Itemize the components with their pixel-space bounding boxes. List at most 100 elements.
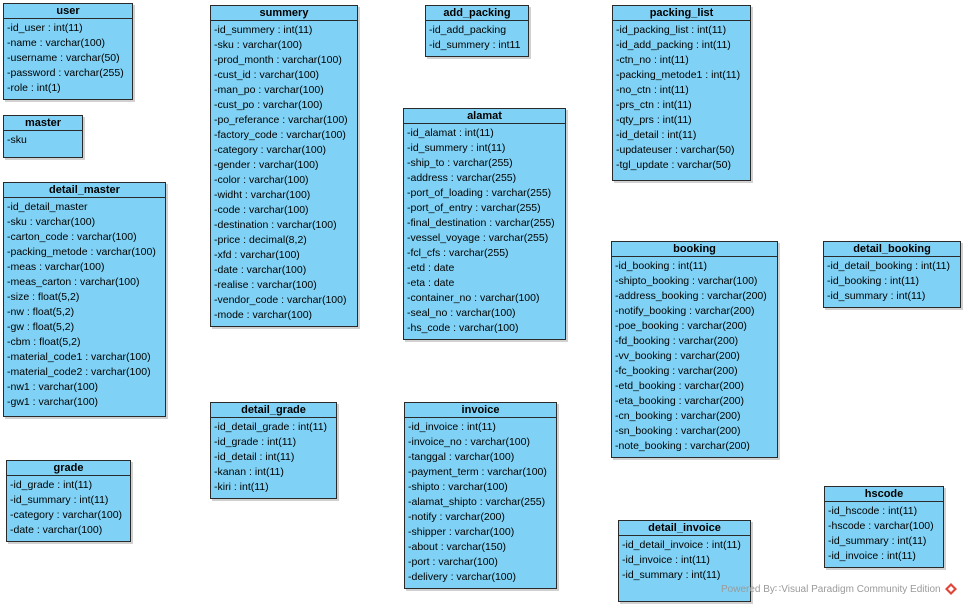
field: -ctn_no : int(11): [616, 54, 689, 66]
field: -category : varchar(100): [10, 509, 123, 521]
field: -etd_booking : varchar(200): [615, 380, 744, 392]
field: -alamat_shipto : varchar(255): [408, 496, 546, 508]
field: -sku : varchar(100): [214, 39, 303, 51]
field: -etd : date: [407, 262, 455, 274]
field: -meas_carton : varchar(100): [7, 276, 140, 288]
field: -nw : float(5,2): [7, 306, 75, 318]
field: -man_po : varchar(100): [214, 84, 324, 96]
field: -id_grade : int(11): [10, 479, 93, 491]
field: -destination : varchar(100): [214, 219, 337, 231]
entity-title: user: [4, 4, 132, 19]
field: -kiri : int(11): [214, 481, 269, 493]
entity-title: detail_invoice: [619, 521, 750, 536]
field: -id_hscode : int(11): [828, 505, 918, 517]
field: -id_add_packing: [429, 24, 507, 36]
field: -eta : date: [407, 277, 455, 289]
field: -id_invoice : int(11): [408, 421, 496, 433]
field: -id_add_packing : int(11): [616, 39, 731, 51]
field: -id_booking : int(11): [827, 275, 920, 287]
entity-booking[interactable]: booking -id_booking : int(11) -shipto_bo…: [611, 241, 778, 458]
field: -id_summery : int(11): [214, 24, 313, 36]
entity-hscode[interactable]: hscode -id_hscode : int(11) -hscode : va…: [824, 486, 944, 568]
field: -address : varchar(255): [407, 172, 517, 184]
field: -meas : varchar(100): [7, 261, 105, 273]
field: -ship_to : varchar(255): [407, 157, 513, 169]
visual-paradigm-logo-icon: [944, 583, 957, 595]
field: -id_detail_booking : int(11): [827, 260, 950, 272]
field: -sku : varchar(100): [7, 216, 96, 228]
field: -poe_booking : varchar(200): [615, 320, 747, 332]
field: -nw1 : varchar(100): [7, 381, 99, 393]
entity-detail-grade[interactable]: detail_grade -id_detail_grade : int(11) …: [210, 402, 337, 499]
watermark: Powered By∷Visual Paradigm Community Edi…: [721, 583, 957, 595]
field: -gw1 : varchar(100): [7, 396, 99, 408]
field: -color : varchar(100): [214, 174, 309, 186]
field: -role : int(1): [7, 82, 61, 94]
entity-invoice[interactable]: invoice -id_invoice : int(11) -invoice_n…: [404, 402, 557, 589]
field: -port : varchar(100): [408, 556, 498, 568]
field: -id_packing_list : int(11): [616, 24, 727, 36]
field: -gender : varchar(100): [214, 159, 319, 171]
field: -seal_no : varchar(100): [407, 307, 516, 319]
field: -vessel_voyage : varchar(255): [407, 232, 549, 244]
field: -id_summery : int11: [429, 39, 521, 51]
field: -factory_code : varchar(100): [214, 129, 346, 141]
entity-user[interactable]: user -id_user : int(11) -name : varchar(…: [3, 3, 133, 100]
entity-title: detail_master: [4, 183, 165, 198]
field: -id_summary : int(11): [828, 535, 927, 547]
field: -material_code2 : varchar(100): [7, 366, 151, 378]
entity-detail-booking[interactable]: detail_booking -id_detail_booking : int(…: [823, 241, 961, 308]
field: -realise : varchar(100): [214, 279, 317, 291]
field: -shipper : varchar(100): [408, 526, 515, 538]
field: -id_summary : int(11): [622, 569, 721, 581]
field: -id_detail_master: [7, 201, 88, 213]
entity-title: alamat: [404, 109, 565, 124]
field: -invoice_no : varchar(100): [408, 436, 530, 448]
field: -fc_booking : varchar(200): [615, 365, 738, 377]
entity-grade[interactable]: grade -id_grade : int(11) -id_summary : …: [6, 460, 131, 542]
field: -tanggal : varchar(100): [408, 451, 515, 463]
field: -port_of_loading : varchar(255): [407, 187, 552, 199]
field: -sku: [7, 134, 27, 146]
field: -date : varchar(100): [214, 264, 307, 276]
field: -material_code1 : varchar(100): [7, 351, 151, 363]
field: -date : varchar(100): [10, 524, 103, 536]
entity-master[interactable]: master -sku: [3, 115, 83, 158]
entity-title: detail_booking: [824, 242, 960, 257]
entity-summery[interactable]: summery -id_summery : int(11) -sku : var…: [210, 5, 358, 327]
field: -id_detail_invoice : int(11): [622, 539, 741, 551]
field: -notify_booking : varchar(200): [615, 305, 755, 317]
entity-detail-master[interactable]: detail_master -id_detail_master -sku : v…: [3, 182, 166, 417]
field: -fd_booking : varchar(200): [615, 335, 739, 347]
field: -container_no : varchar(100): [407, 292, 540, 304]
field: -id_alamat : int(11): [407, 127, 494, 139]
field: -updateuser : varchar(50): [616, 144, 735, 156]
field: -username : varchar(50): [7, 52, 120, 64]
field: -fcl_cfs : varchar(255): [407, 247, 509, 259]
entity-title: summery: [211, 6, 357, 21]
field: -id_booking : int(11): [615, 260, 708, 272]
entity-detail-invoice[interactable]: detail_invoice -id_detail_invoice : int(…: [618, 520, 751, 602]
field: -shipto : varchar(100): [408, 481, 508, 493]
field: -cbm : float(5,2): [7, 336, 81, 348]
field: -widht : varchar(100): [214, 189, 311, 201]
entity-title: add_packing: [426, 6, 528, 21]
field: -kanan : int(11): [214, 466, 284, 478]
entity-packing-list[interactable]: packing_list -id_packing_list : int(11) …: [612, 5, 751, 181]
field: -size : float(5,2): [7, 291, 80, 303]
entity-title: master: [4, 116, 82, 131]
entity-title: grade: [7, 461, 130, 476]
field: -payment_term : varchar(100): [408, 466, 547, 478]
field: -no_ctn : int(11): [616, 84, 689, 96]
field: -mode : varchar(100): [214, 309, 313, 321]
field: -address_booking : varchar(200): [615, 290, 767, 302]
field: -code : varchar(100): [214, 204, 309, 216]
entity-add-packing[interactable]: add_packing -id_add_packing -id_summery …: [425, 5, 529, 57]
field: -id_summary : int(11): [827, 290, 926, 302]
field: -final_destination : varchar(255): [407, 217, 555, 229]
field: -gw : float(5,2): [7, 321, 75, 333]
entity-title: booking: [612, 242, 777, 257]
field: -delivery : varchar(100): [408, 571, 516, 583]
field: -password : varchar(255): [7, 67, 124, 79]
entity-alamat[interactable]: alamat -id_alamat : int(11) -id_summery …: [403, 108, 566, 340]
